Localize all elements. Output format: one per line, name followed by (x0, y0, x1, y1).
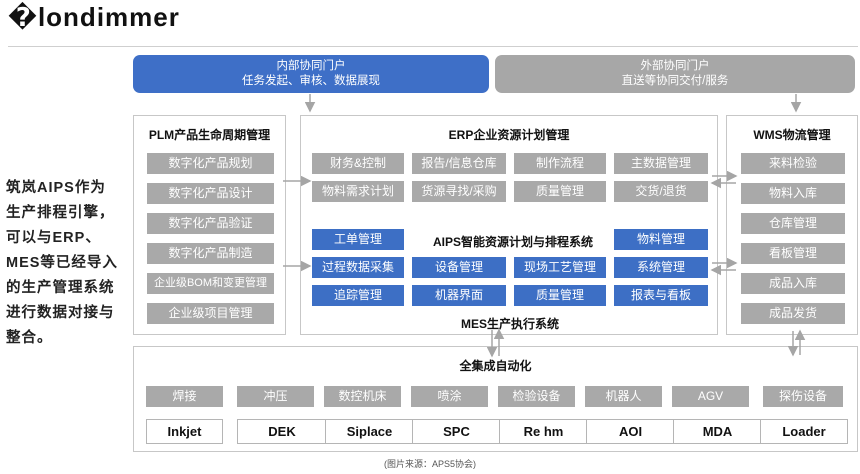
aips-item: 过程数据采集 (312, 257, 404, 278)
automation-item: 探伤设备 (763, 386, 843, 407)
erp-item: 制作流程 (514, 153, 606, 174)
wms-item: 成品发货 (741, 303, 845, 324)
erp-item: 报告/信息仓库 (412, 153, 506, 174)
plm-item: 数字化产品设计 (147, 183, 274, 204)
plm-item: 企业级BOM和变更管理 (147, 273, 274, 294)
automation-item: 机器人 (585, 386, 662, 407)
page-title: �londimmer (8, 2, 180, 32)
plm-item: 数字化产品制造 (147, 243, 274, 264)
plm-title: PLM产品生命周期管理 (148, 128, 271, 142)
aips-item: 追踪管理 (312, 285, 404, 306)
internal-portal-title: 内部协同门户 (276, 60, 346, 72)
aips-item: 工单管理 (312, 229, 404, 250)
automation-device: Re hm (499, 419, 587, 444)
automation-device: Loader (760, 419, 848, 444)
aips-item: 机器界面 (412, 285, 506, 306)
automation-panel: 全集成自动化 焊接 冲压 数控机床 喷涂 检验设备 机器人 AGV 探伤设备 I… (133, 346, 858, 452)
automation-item: 焊接 (146, 386, 223, 407)
aips-item: 现场工艺管理 (514, 257, 606, 278)
erp-item: 货源寻找/采购 (412, 181, 506, 202)
wms-title: WMS物流管理 (753, 128, 831, 142)
aips-item: 物料管理 (614, 229, 708, 250)
wms-panel: WMS物流管理 来料检验 物料入库 仓库管理 看板管理 成品入库 成品发货 (726, 115, 858, 335)
automation-item: 冲压 (237, 386, 314, 407)
erp-item: 物料需求计划 (312, 181, 404, 202)
wms-item: 成品入库 (741, 273, 845, 294)
plm-item: 数字化产品规划 (147, 153, 274, 174)
erp-item: 财务&控制 (312, 153, 404, 174)
wms-item: 来料检验 (741, 153, 845, 174)
aips-item: 系统管理 (614, 257, 708, 278)
automation-device: Inkjet (146, 419, 223, 444)
plm-item: 企业级项目管理 (147, 303, 274, 324)
title-divider (8, 46, 858, 47)
erp-mes-panel: ERP企业资源计划管理 财务&控制 报告/信息仓库 制作流程 主数据管理 物料需… (300, 115, 718, 335)
erp-title: ERP企业资源计划管理 (448, 128, 570, 142)
automation-item: 喷涂 (411, 386, 488, 407)
mes-title: MES生产执行系统 (460, 317, 559, 331)
automation-device: DEK (237, 419, 326, 444)
external-portal-subtitle: 直送等协同交付/服务 (621, 75, 729, 87)
side-description: 筑岚AIPS作为生产排程引擎，可以与ERP、MES等已经导入的生产管理系统进行数… (6, 180, 118, 346)
automation-item: AGV (672, 386, 749, 407)
automation-title: 全集成自动化 (459, 359, 532, 373)
automation-item: 检验设备 (498, 386, 575, 407)
wms-item: 仓库管理 (741, 213, 845, 234)
erp-item: 交货/退货 (614, 181, 708, 202)
internal-portal: 内部协同门户 任务发起、审核、数据展现 (133, 55, 489, 93)
automation-device: MDA (673, 419, 761, 444)
automation-device: Siplace (325, 419, 413, 444)
plm-panel: PLM产品生命周期管理 数字化产品规划 数字化产品设计 数字化产品验证 数字化产… (133, 115, 286, 335)
external-portal-title: 外部协同门户 (640, 60, 710, 72)
erp-item: 质量管理 (514, 181, 606, 202)
plm-item: 数字化产品验证 (147, 213, 274, 234)
aips-item: 设备管理 (412, 257, 506, 278)
image-source: (图片来源：APS5协会) (383, 459, 476, 469)
automation-item: 数控机床 (324, 386, 401, 407)
wms-item: 物料入库 (741, 183, 845, 204)
external-portal: 外部协同门户 直送等协同交付/服务 (495, 55, 855, 93)
aips-item: 报表与看板 (614, 285, 708, 306)
internal-portal-subtitle: 任务发起、审核、数据展现 (242, 75, 380, 87)
aips-title: AIPS智能资源计划与排程系统 (432, 235, 593, 249)
wms-item: 看板管理 (741, 243, 845, 264)
erp-item: 主数据管理 (614, 153, 708, 174)
automation-device: AOI (586, 419, 674, 444)
aips-item: 质量管理 (514, 285, 606, 306)
automation-device: SPC (412, 419, 500, 444)
